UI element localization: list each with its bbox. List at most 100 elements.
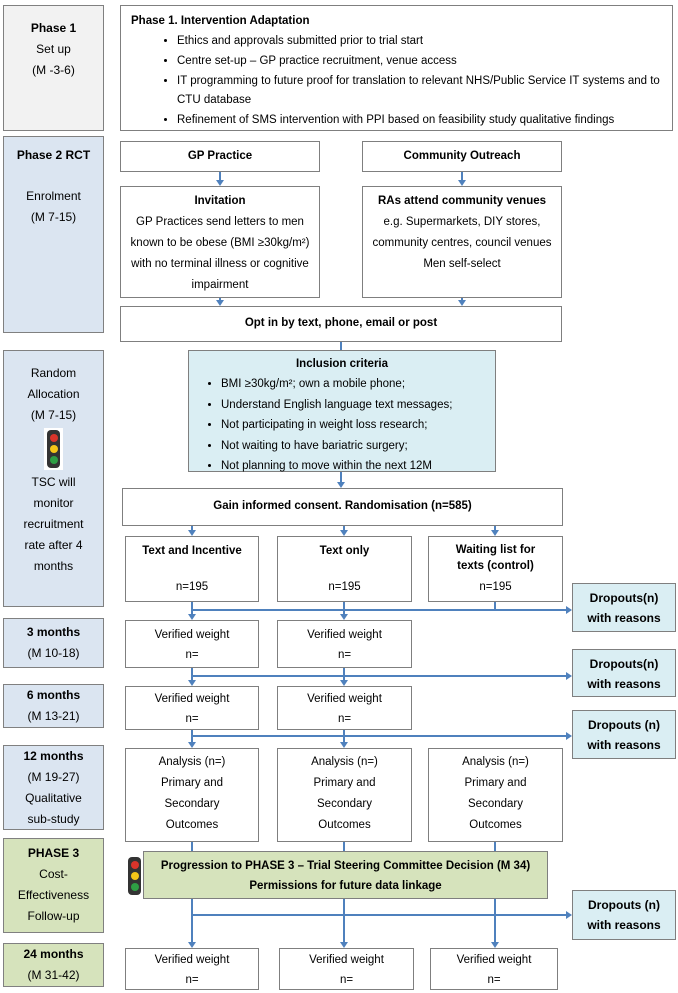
phase-label: Phase 2 RCT [16, 148, 91, 162]
arrowhead [337, 482, 345, 488]
bullet-item: Not participating in weight loss researc… [221, 415, 495, 436]
arrowhead [340, 742, 348, 748]
analysis-arm2-box: Analysis (n=) Primary and Secondary Outc… [277, 748, 412, 842]
verified-weight-6m-arm2-box: Verified weight n= [277, 686, 412, 730]
connector-line [191, 916, 193, 942]
verified-weight-3m-arm2-box: Verified weight n= [277, 620, 412, 668]
bullet-item: Understand English language text message… [221, 395, 495, 416]
dropouts-box-1: Dropouts(n) with reasons [572, 583, 676, 632]
connector-line [340, 342, 342, 350]
connector-line [191, 842, 193, 851]
arrowhead [491, 530, 499, 536]
box-title: Phase 1. Intervention Adaptation [131, 15, 310, 27]
sidebar-phase2: Phase 2 RCT Enrolment (M 7-15) [3, 136, 104, 333]
connector-line [494, 842, 496, 851]
connector-line [219, 298, 221, 301]
sidebar-24-months: 24 months (M 31-42) [3, 943, 104, 987]
sidebar-6-months: 6 months (M 13-21) [3, 684, 104, 728]
bullet-item: Ethics and approvals submitted prior to … [177, 32, 662, 51]
dropouts-box-3: Dropouts (n) with reasons [572, 710, 676, 759]
connector-line [343, 842, 345, 851]
connector-line [494, 899, 496, 916]
connector-line [343, 916, 345, 942]
box-body: GP Practices send letters to men known t… [130, 216, 310, 291]
traffic-light-icon [125, 855, 144, 897]
connector-line [191, 609, 567, 611]
arrowhead [340, 680, 348, 686]
analysis-arm1-box: Analysis (n=) Primary and Secondary Outc… [125, 748, 259, 842]
box-title: RAs attend community venues [377, 195, 547, 207]
sidebar-phase3: PHASE 3 Cost- Effectiveness Follow-up [3, 838, 104, 933]
phase-label: Phase 1 [30, 21, 77, 35]
bullet-item: IT programming to future proof for trans… [177, 72, 662, 110]
opt-in-box: Opt in by text, phone, email or post [120, 306, 562, 342]
arm-n: n=195 [175, 581, 209, 593]
bullet-item: Not planning to move within the next 12M [221, 456, 495, 477]
connector-line [343, 602, 345, 614]
dropouts-box-4: Dropouts (n) with reasons [572, 890, 676, 940]
community-outreach-header-box: Community Outreach [362, 141, 562, 172]
verified-weight-24m-arm3-box: Verified weight n= [430, 948, 558, 990]
arrowhead [188, 530, 196, 536]
verified-weight-24m-arm1-box: Verified weight n= [125, 948, 259, 990]
arm-text-and-incentive-box: Text and Incentive n=195 [125, 536, 259, 602]
connector-line [191, 735, 567, 737]
arrowhead [188, 614, 196, 620]
connector-line [191, 668, 193, 680]
connector-line [191, 675, 567, 677]
connector-line [191, 602, 193, 614]
connector-line [191, 899, 193, 916]
arrowhead [340, 942, 348, 948]
phase1-bullet-list: Ethics and approvals submitted prior to … [131, 32, 662, 130]
arm-text-only-box: Text only n=195 [277, 536, 412, 602]
bullet-item: BMI ≥30kg/m²; own a mobile phone; [221, 374, 495, 395]
invitation-box: Invitation GP Practices send letters to … [120, 186, 320, 298]
sidebar-random-allocation: Random Allocation (M 7-15) TSC will moni… [3, 350, 104, 607]
verified-weight-24m-arm2-box: Verified weight n= [279, 948, 414, 990]
box-title: Inclusion criteria [295, 358, 389, 370]
arm-n: n=195 [479, 581, 512, 593]
verified-weight-6m-arm1-box: Verified weight n= [125, 686, 259, 730]
box-title: Invitation [194, 195, 246, 207]
analysis-arm3-box: Analysis (n=) Primary and Secondary Outc… [428, 748, 563, 842]
arrowhead [216, 180, 224, 186]
connector-line [191, 526, 193, 530]
arm-waiting-list-box: Waiting list for texts (control) n=195 [428, 536, 563, 602]
connector-line [494, 526, 496, 530]
inclusion-bullet-list: BMI ≥30kg/m²; own a mobile phone; Unders… [189, 374, 495, 477]
connector-line [494, 602, 496, 610]
arrowhead [340, 530, 348, 536]
arrowhead [566, 732, 572, 740]
dropouts-box-2: Dropouts(n) with reasons [572, 649, 676, 697]
sidebar-3-months: 3 months (M 10-18) [3, 618, 104, 668]
connector-line [191, 914, 567, 916]
arrowhead [491, 942, 499, 948]
arrowhead [340, 614, 348, 620]
connector-line [219, 172, 221, 181]
gp-practice-header-box: GP Practice [120, 141, 320, 172]
verified-weight-3m-arm1-box: Verified weight n= [125, 620, 259, 668]
connector-line [494, 916, 496, 942]
arrowhead [188, 742, 196, 748]
connector-line [461, 298, 463, 301]
arrowhead [458, 300, 466, 306]
community-venues-box: RAs attend community venues e.g. Superma… [362, 186, 562, 298]
arrowhead [188, 680, 196, 686]
box-body: Men self-select [423, 258, 501, 270]
connector-line [343, 668, 345, 680]
arrowhead [566, 911, 572, 919]
arrowhead [216, 300, 224, 306]
connector-line [343, 899, 345, 916]
consent-randomisation-box: Gain informed consent. Randomisation (n=… [122, 488, 563, 526]
arrowhead [566, 672, 572, 680]
arrowhead [566, 606, 572, 614]
progression-phase3-box: Progression to PHASE 3 – Trial Steering … [143, 851, 548, 899]
connector-line [340, 472, 342, 482]
phase1-intervention-adaptation-box: Phase 1. Intervention Adaptation Ethics … [120, 5, 673, 131]
arrowhead [188, 942, 196, 948]
sidebar-12-months: 12 months (M 19-27) Qualitative sub-stud… [3, 745, 104, 830]
traffic-light-icon [44, 428, 63, 470]
connector-line [343, 526, 345, 530]
bullet-item: Refinement of SMS intervention with PPI … [177, 111, 662, 130]
